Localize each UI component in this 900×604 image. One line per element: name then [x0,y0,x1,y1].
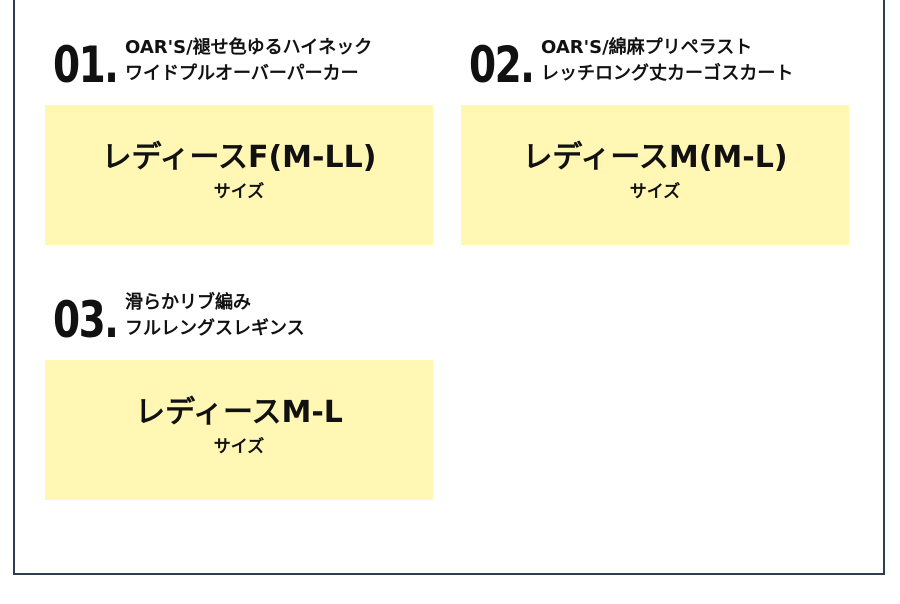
size-box: レディースM-L サイズ [45,360,433,500]
item-title: OAR'S/褪せ色ゆるハイネック ワイドプルオーバーパーカー [125,35,372,87]
item-header: 01. OAR'S/褪せ色ゆるハイネック ワイドプルオーバーパーカー [45,35,433,105]
size-label: サイズ [213,182,265,202]
size-box: レディースF(M-LL) サイズ [45,105,433,245]
item-number: 01. [53,36,119,94]
content-frame [13,0,885,575]
item-title: OAR'S/綿麻プリペラスト レッチロング丈カーゴスカート [541,35,793,87]
item-title-line-2: フルレングスレギンス [125,318,305,339]
item-title-line-1: OAR'S/綿麻プリペラスト [541,37,753,58]
item-number: 02. [469,36,535,94]
item-title: 滑らかリブ編み フルレングスレギンス [125,290,305,342]
size-label: サイズ [629,182,681,202]
product-item-02: 02. OAR'S/綿麻プリペラスト レッチロング丈カーゴスカート レディースM… [461,35,849,245]
size-value: レディースM(M-L) [522,140,788,175]
size-value: レディースF(M-LL) [101,140,377,175]
item-title-line-2: レッチロング丈カーゴスカート [541,63,794,84]
size-box: レディースM(M-L) サイズ [461,105,849,245]
item-title-line-1: 滑らかリブ編み [125,292,251,313]
size-value: レディースM-L [135,395,343,430]
item-number: 03. [53,291,119,349]
item-header: 02. OAR'S/綿麻プリペラスト レッチロング丈カーゴスカート [461,35,849,105]
item-title-line-1: OAR'S/褪せ色ゆるハイネック [125,37,373,58]
item-title-line-2: ワイドプルオーバーパーカー [125,63,359,84]
product-item-03: 03. 滑らかリブ編み フルレングスレギンス レディースM-L サイズ [45,290,433,500]
product-item-01: 01. OAR'S/褪せ色ゆるハイネック ワイドプルオーバーパーカー レディース… [45,35,433,245]
item-header: 03. 滑らかリブ編み フルレングスレギンス [45,290,433,360]
size-label: サイズ [213,437,265,457]
